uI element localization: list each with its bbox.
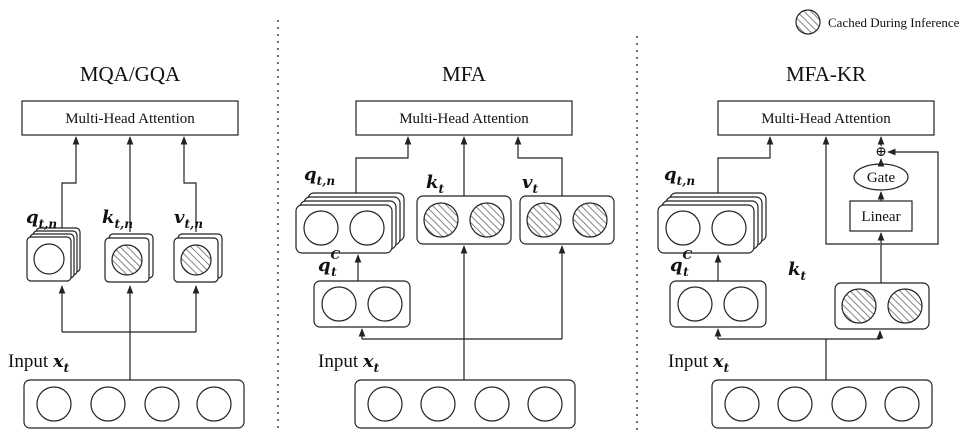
v-label: vt [522,172,538,196]
q-label: qt,n [664,164,695,188]
input-vector [23,379,245,429]
linear-label: Linear [861,209,900,225]
key-box [104,233,154,283]
query-compressed-box [669,280,767,328]
value-box [173,233,223,283]
v-label: vt,n [174,207,203,231]
multi-head-attention-box [21,100,239,136]
q-label: qt,n [304,164,335,188]
panel-title: MFA [442,62,487,86]
query-heads-stack [26,227,81,282]
multi-head-attention-box [717,100,935,136]
input-label: Input xt [668,351,730,375]
panel-title: MFA-KR [786,62,866,86]
query-heads-stack [657,192,767,254]
hatched-circle-icon [795,9,821,35]
add-icon: ⊕ [875,145,887,160]
query-heads-stack [295,192,405,254]
key-box [416,195,512,245]
input-vector [354,379,576,429]
attention-label: Multi-Head Attention [399,111,529,127]
multi-head-attention-box [355,100,573,136]
input-label: Input xt [318,351,380,375]
k-label: kt,n [102,207,133,231]
k-label: kt [426,172,444,196]
panel-mqa-gqa: MQA/GQA Multi-Head Attention qt,n kt,n [8,62,245,429]
gate-label: Gate [867,170,896,186]
attention-label: Multi-Head Attention [761,111,891,127]
input-vector [711,379,933,429]
panel-title: MQA/GQA [80,62,181,86]
legend-label: Cached During Inference [828,15,960,30]
panel-mfa: MFA Multi-Head Attention qt,n kt [295,62,615,429]
k-label: kt [788,259,806,283]
q-label: qt,n [26,207,57,231]
value-box [519,195,615,245]
panel-mfa-kr: MFA-KR Multi-Head Attention Linear Gate … [657,62,939,429]
legend: Cached During Inference [795,9,960,35]
key-box [834,282,930,330]
input-label: Input xt [8,351,70,375]
attention-label: Multi-Head Attention [65,111,195,127]
query-compressed-box [313,280,411,328]
